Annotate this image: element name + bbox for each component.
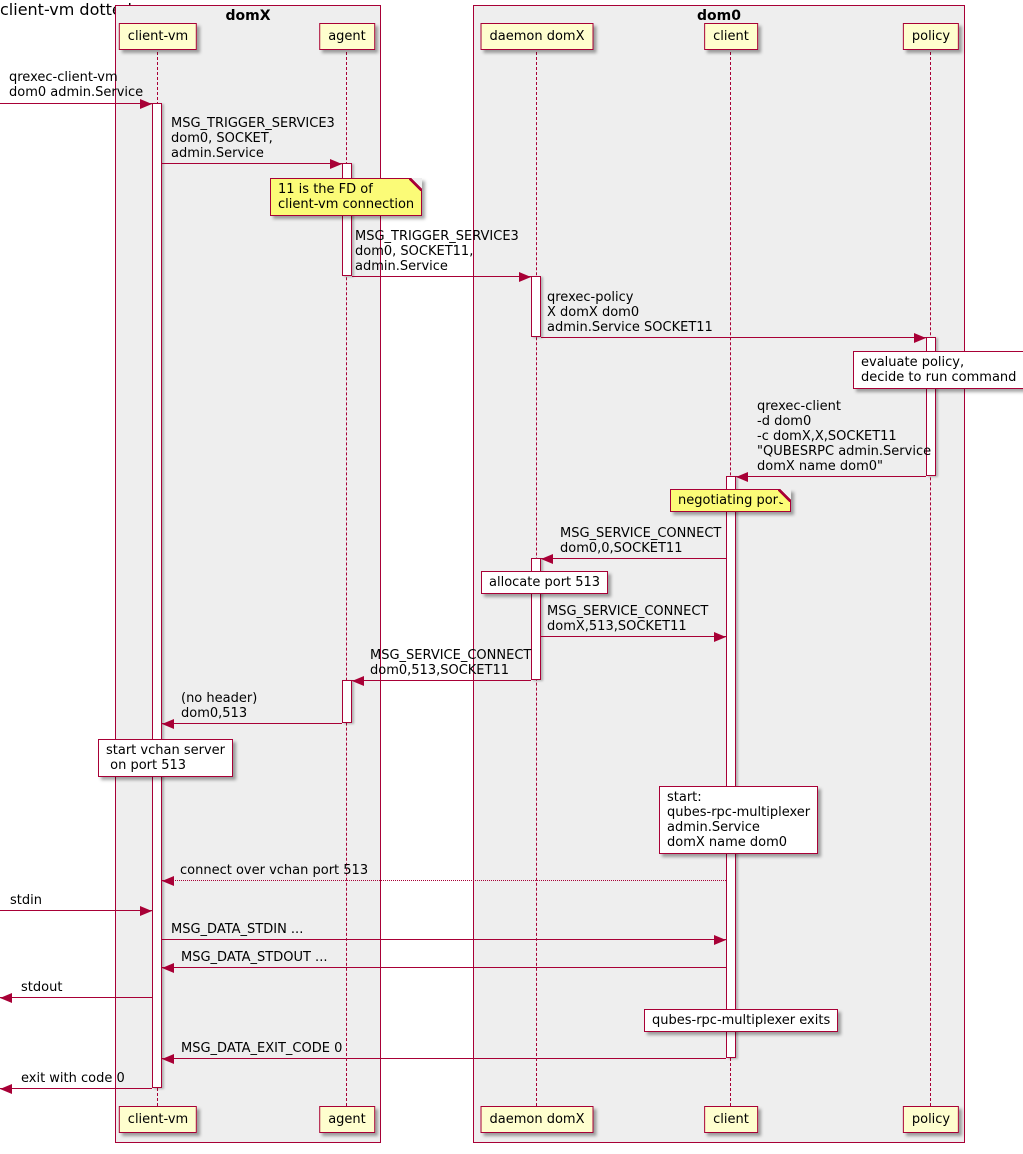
msg-exit-code0-arrowhead (0, 1084, 12, 1094)
note-negotiating-port: negotiating port (670, 489, 792, 512)
rnote-multiplexer-exits: qubes-rpc-multiplexer exits (644, 1009, 839, 1032)
msg-service-connect-dom0-0-label: MSG_SERVICE_CONNECT dom0,0,SOCKET11 (560, 526, 722, 556)
msg-trigger-service3-socket11-arrowhead (519, 272, 531, 282)
frame-domx-title: domX (225, 8, 271, 24)
lifeline-policy (930, 52, 931, 1106)
note-negotiating-port-text: negotiating port (678, 493, 784, 508)
activation-client (726, 476, 736, 1058)
note-fold-icon (409, 178, 423, 191)
rnote-allocate-port: allocate port 513 (481, 571, 609, 594)
participant-client-top: client (704, 23, 758, 50)
msg-trigger-service3-socket-label: MSG_TRIGGER_SERVICE3 dom0, SOCKET, admin… (171, 116, 335, 161)
msg-trigger-service3-socket-line (162, 163, 342, 164)
msg-connect-vchan-label: connect over vchan port 513 (180, 863, 369, 878)
lifeline-agent (346, 52, 347, 1106)
participant-agent-top: agent (319, 23, 375, 50)
msg-connect-vchan-arrowhead (162, 876, 174, 886)
note-fd-of-client-vm-text: 11 is the FD of client-vm connection (278, 182, 415, 212)
msg-stdin-arrowhead (140, 906, 152, 916)
activation-daemon-1 (531, 276, 541, 337)
msg-no-header-arrowhead (162, 719, 174, 729)
msg-stdin-line (0, 910, 152, 911)
msg-data-stdout-arrowhead (162, 963, 174, 973)
msg-trigger-service3-socket11-label: MSG_TRIGGER_SERVICE3 dom0, SOCKET11, adm… (355, 229, 519, 274)
activation-client-vm (152, 103, 162, 1088)
activation-daemon-2 (531, 558, 541, 680)
msg-data-exit-code-line (162, 1058, 726, 1059)
participant-client-vm-top: client-vm (118, 23, 198, 50)
msg-data-stdout-line (162, 967, 726, 968)
msg-qrexec-client-label: qrexec-client -d dom0 -c domX,X,SOCKET11… (757, 399, 932, 474)
msg-qrexec-policy-arrowhead (914, 333, 926, 343)
msg-stdout-arrowhead (0, 993, 12, 1003)
msg-service-connect-domx-513-line (541, 636, 726, 637)
msg-qrexec-policy-line (541, 337, 926, 338)
msg-trigger-service3-socket-arrowhead (330, 159, 342, 169)
msg-no-header-label: (no header) dom0,513 (181, 691, 258, 721)
note-fd-of-client-vm: 11 is the FD of client-vm connection (270, 178, 423, 216)
msg-trigger-service3-socket11-line (352, 276, 531, 277)
rnote-evaluate-policy: evaluate policy, decide to run command (853, 351, 1023, 389)
note-fold-icon (778, 489, 792, 502)
msg-service-connect-dom0-0-line (541, 558, 726, 559)
msg-qrexec-client-vm-line (0, 103, 152, 104)
msg-qrexec-client-vm-arrowhead (140, 99, 152, 109)
msg-exit-code0-line (0, 1088, 152, 1089)
msg-qrexec-client-vm-label: qrexec-client-vm dom0 admin.Service (9, 70, 144, 100)
participant-daemon-domx-top: daemon domX (480, 23, 594, 50)
participant-agent-bottom: agent (319, 1106, 375, 1133)
msg-service-connect-dom0-513-line (352, 680, 531, 681)
msg-qrexec-client-arrowhead (736, 472, 748, 482)
frame-dom0-title: dom0 (697, 8, 741, 24)
participant-daemon-domx-bottom: daemon domX (480, 1106, 594, 1133)
activation-policy (926, 337, 936, 476)
msg-service-connect-dom0-0-arrowhead (541, 554, 553, 564)
msg-exit-code0-label: exit with code 0 (21, 1071, 125, 1086)
msg-qrexec-policy-label: qrexec-policy X domX dom0 admin.Service … (547, 290, 713, 335)
msg-data-exit-code-arrowhead (162, 1054, 174, 1064)
msg-service-connect-dom0-513-arrowhead (352, 676, 364, 686)
msg-data-stdin-label: MSG_DATA_STDIN ... (171, 922, 304, 937)
msg-data-stdin-line (162, 939, 726, 940)
msg-qrexec-client-line (736, 476, 926, 477)
msg-stdout-line (0, 997, 152, 998)
rnote-start-multiplexer: start: qubes-rpc-multiplexer admin.Servi… (659, 786, 819, 854)
msg-connect-vchan-line (162, 880, 726, 881)
msg-data-stdin-arrowhead (714, 935, 726, 945)
msg-service-connect-domx-513-arrowhead (714, 632, 726, 642)
msg-service-connect-dom0-513-label: MSG_SERVICE_CONNECT dom0,513,SOCKET11 (370, 648, 532, 678)
msg-data-stdout-label: MSG_DATA_STDOUT ... (181, 950, 328, 965)
msg-no-header-line (162, 723, 342, 724)
participant-policy-top: policy (902, 23, 960, 50)
participant-client-bottom: client (704, 1106, 758, 1133)
rnote-start-vchan-server: start vchan server on port 513 (98, 739, 233, 777)
participant-policy-bottom: policy (902, 1106, 960, 1133)
msg-stdin-label: stdin (10, 893, 42, 908)
msg-service-connect-domx-513-label: MSG_SERVICE_CONNECT domX,513,SOCKET11 (547, 604, 709, 634)
activation-agent-1 (342, 163, 352, 276)
activation-agent-2 (342, 680, 352, 723)
msg-data-exit-code-label: MSG_DATA_EXIT_CODE 0 (181, 1041, 343, 1056)
participant-client-vm-bottom: client-vm (118, 1106, 198, 1133)
msg-stdout-label: stdout (21, 980, 63, 995)
